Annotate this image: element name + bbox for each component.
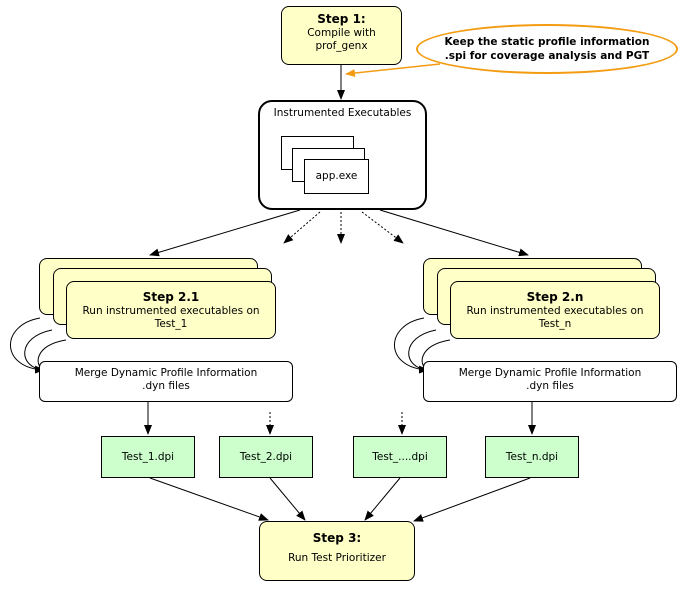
exe-file-label: app.exe — [315, 170, 358, 182]
instrumented-title: Instrumented Executables — [273, 107, 412, 119]
merge-left-line1: Merge Dynamic Profile Information — [74, 367, 258, 379]
step2-n-line1: Run instrumented executables on — [466, 305, 644, 317]
note-ellipse: Keep the static profile information .spi… — [416, 24, 678, 74]
step3-title: Step 3: — [312, 531, 362, 545]
merge-left-node: Merge Dynamic Profile Information .dyn f… — [39, 361, 293, 402]
edge-dpi1-step3 — [149, 477, 269, 521]
step1-node: Step 1: Compile with prof_genx — [281, 6, 402, 65]
step1-title: Step 1: — [317, 12, 366, 26]
note-line1: Keep the static profile information — [444, 36, 650, 48]
edge-dpin-step3 — [413, 477, 531, 522]
step2-1-line2: Test_1 — [154, 318, 188, 330]
merge-right-line1: Merge Dynamic Profile Information — [458, 367, 642, 379]
loop-left-1 — [10, 317, 45, 374]
merge-right-line2: .dyn files — [526, 380, 574, 392]
exe-file: app.exe — [304, 159, 369, 194]
step2-1-title: Step 2.1 — [142, 290, 200, 304]
step2-n-title: Step 2.n — [526, 290, 584, 304]
loop-left-2 — [24, 329, 53, 371]
step1-line2: prof_genx — [315, 40, 368, 52]
edge-note-step1 — [345, 63, 441, 78]
edge-dpi3-step3 — [364, 477, 401, 521]
dpi-label-3: Test_....dpi — [372, 451, 428, 463]
dpi-node-n: Test_n.dpi — [485, 436, 579, 478]
edge-dotted-left — [283, 211, 321, 244]
step1-line1: Compile with — [307, 27, 376, 39]
dpi-label-n: Test_n.dpi — [505, 451, 559, 463]
step2-1-line1: Run instrumented executables on — [82, 305, 260, 317]
step3-line1: Run Test Prioritizer — [288, 552, 386, 564]
step2-n-node: Step 2.n Run instrumented executables on… — [450, 281, 660, 339]
edge-dotted-right — [361, 211, 404, 244]
dpi-node-3: Test_....dpi — [353, 436, 447, 478]
note-line2: .spi for coverage analysis and PGT — [444, 50, 650, 62]
step3-node: Step 3: Run Test Prioritizer — [259, 521, 415, 581]
merge-left-line2: .dyn files — [142, 380, 190, 392]
step2-1-node: Step 2.1 Run instrumented executables on… — [66, 281, 276, 339]
dpi-node-2: Test_2.dpi — [219, 436, 313, 478]
loop-right-1 — [394, 317, 429, 374]
merge-right-node: Merge Dynamic Profile Information .dyn f… — [423, 361, 677, 402]
step2-n-line2: Test_n — [538, 318, 572, 330]
loop-right-2 — [408, 329, 437, 371]
dpi-label-1: Test_1.dpi — [121, 451, 175, 463]
edge-instrumented-step2-n — [379, 209, 529, 257]
dpi-label-2: Test_2.dpi — [239, 451, 293, 463]
edge-dpi2-step3 — [269, 477, 306, 521]
edge-instrumented-step2-1 — [149, 209, 301, 257]
dpi-node-1: Test_1.dpi — [101, 436, 195, 478]
